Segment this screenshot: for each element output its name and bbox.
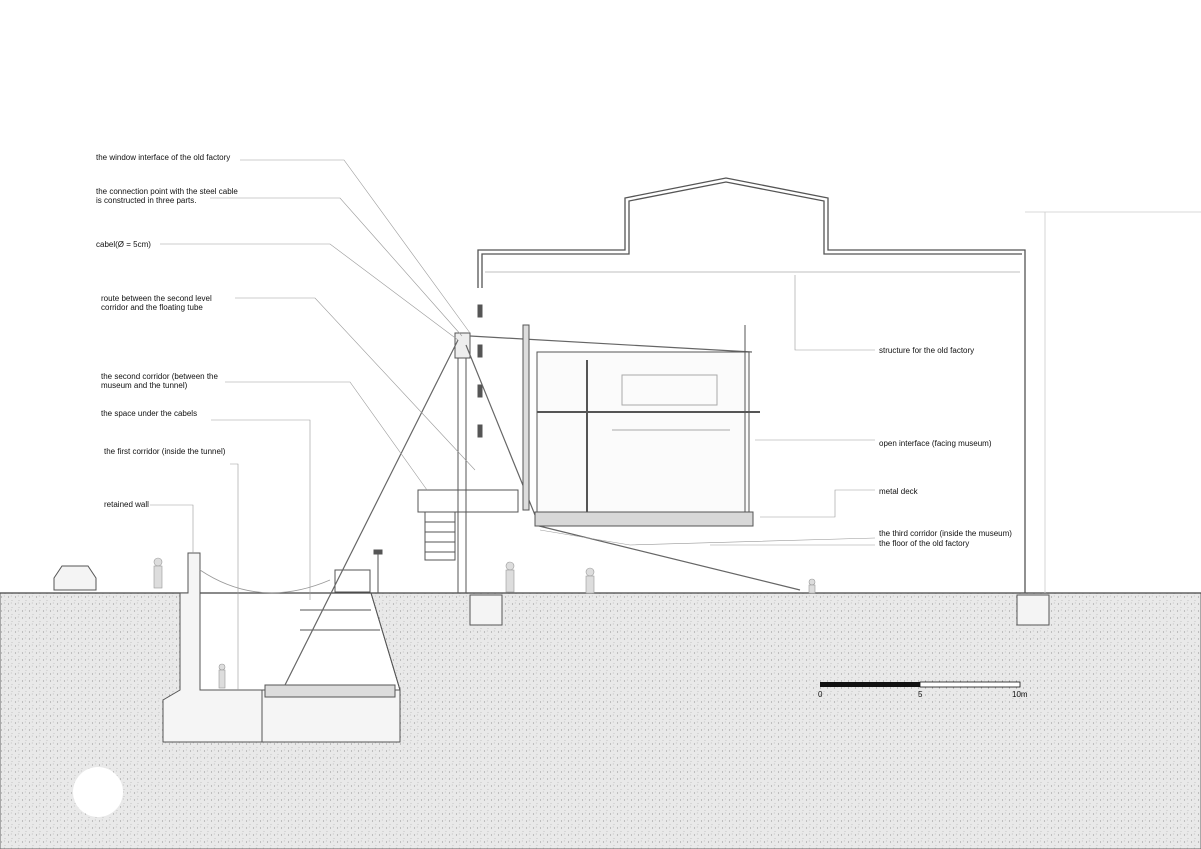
- label-structure-old-factory: structure for the old factory: [879, 346, 974, 355]
- scale-label-0: 0: [818, 690, 823, 699]
- label-retained-wall: retained wall: [104, 500, 149, 509]
- label-first-corridor: the first corridor (inside the tunnel): [104, 447, 226, 456]
- retained-wall-structure: [162, 552, 401, 743]
- label-connection-point: the connection point with the steel cabl…: [96, 187, 240, 205]
- label-second-corridor: the second corridor (between the museum …: [101, 372, 220, 390]
- label-open-interface: open interface (facing museum): [879, 439, 992, 448]
- circle-mark: [73, 767, 123, 817]
- old-factory-outline: [477, 177, 1201, 593]
- leader-lines: [150, 159, 876, 690]
- cables: [199, 335, 801, 686]
- label-window-interface: the window interface of the old factory: [96, 153, 230, 162]
- street-lamp: [373, 549, 383, 593]
- label-metal-deck: metal deck: [879, 487, 919, 496]
- stairs: [417, 489, 519, 561]
- label-space-under-cables: the space under the cabels: [101, 409, 197, 418]
- label-route: route between the second level corridor …: [101, 294, 214, 312]
- label-cable: cabel(Ø = 5cm): [96, 240, 151, 249]
- tower: [454, 304, 483, 593]
- scale-label-5: 5: [918, 690, 923, 699]
- people: [153, 557, 816, 689]
- scale-bar: 0 5 10m: [818, 681, 1028, 699]
- label-third-corridor: the third corridor (inside the museum) t…: [879, 529, 1014, 548]
- car: [53, 565, 97, 591]
- floating-tube: [522, 324, 760, 527]
- scale-label-10m: 10m: [1012, 690, 1028, 699]
